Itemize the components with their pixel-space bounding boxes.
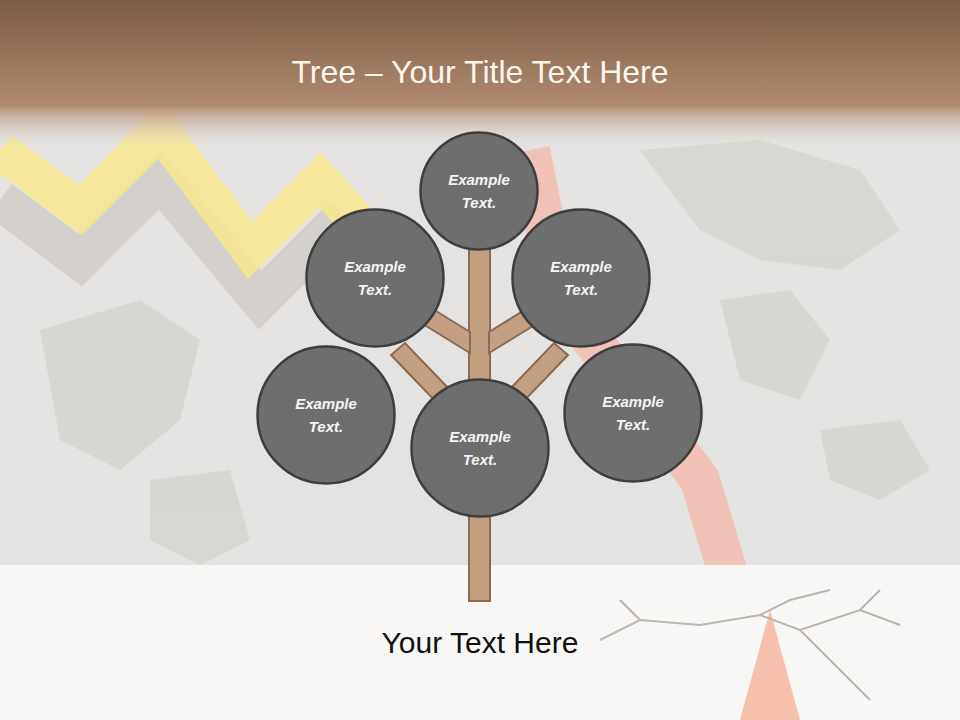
node-text: Example Text.: [327, 255, 423, 301]
node-text: Example Text.: [533, 255, 629, 301]
circle-outline: [305, 208, 445, 348]
circle-node: Example Text.: [305, 208, 445, 348]
circle-outline: [563, 343, 703, 483]
circle-node: Example Text.: [256, 345, 396, 485]
node-text: Example Text.: [278, 392, 374, 438]
circle-outline: [410, 378, 550, 518]
node-text: Example Text.: [432, 425, 528, 471]
circle-outline: [256, 345, 396, 485]
node-text: Example Text.: [441, 168, 517, 214]
circle-node: Example Text.: [410, 378, 550, 518]
slide-title: Tree – Your Title Text Here: [0, 54, 960, 91]
circle-node: Example Text.: [511, 208, 651, 348]
node-text: Example Text.: [585, 390, 681, 436]
circle-node: Example Text.: [563, 343, 703, 483]
circle-outline: [511, 208, 651, 348]
circle-outline: [419, 131, 539, 251]
caption: Your Text Here: [0, 626, 960, 660]
circle-node: Example Text.: [419, 131, 539, 251]
